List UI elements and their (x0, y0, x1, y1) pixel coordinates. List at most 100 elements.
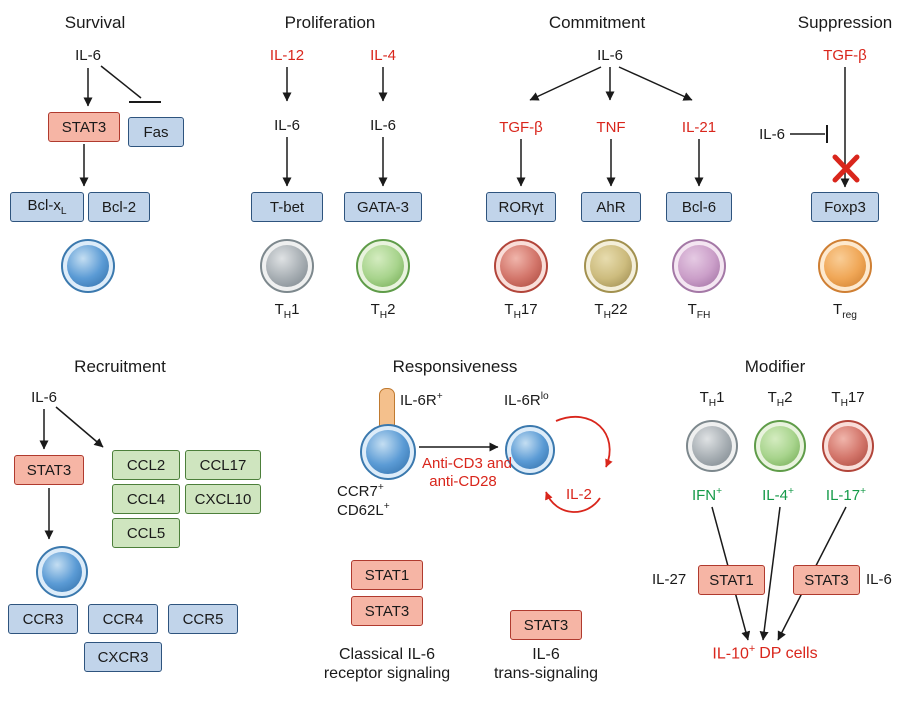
cell-th1 (260, 239, 314, 293)
label-anti-cd3: Anti-CD3 and (421, 455, 513, 472)
cell-il6r-lo (505, 425, 555, 475)
label-modifier-il6: IL-6 (866, 571, 892, 588)
label-suppression-il6: IL-6 (759, 126, 785, 143)
section-title-recruitment: Recruitment (74, 357, 166, 376)
label-tgfb: TGF-β (499, 119, 543, 136)
arrow-th2-to-dp (759, 506, 781, 641)
label-il17-pos: IL-17+ (825, 486, 867, 504)
cell-label-th1: TH1 (274, 301, 300, 321)
cell-nucleus (692, 426, 732, 466)
il2-loop-arc-bottom (545, 491, 601, 513)
section-title-survival: Survival (64, 13, 126, 32)
il2-loop-arc-top (555, 415, 613, 468)
node-stat1-classical: STAT1 (351, 560, 423, 590)
cell-survival-lymphocyte (61, 239, 115, 293)
label-il2: IL-2 (566, 486, 592, 503)
section-title-commitment: Commitment (548, 13, 646, 32)
node-bclxl: Bcl-xL (10, 192, 84, 222)
label-il4: IL-4 (370, 47, 396, 64)
node-bcl2: Bcl-2 (88, 192, 150, 222)
label-il10-dp-cells: IL-10+DP cells (712, 643, 818, 663)
cell-label-tfh: TFH (687, 301, 711, 321)
node-stat3-classical: STAT3 (351, 596, 423, 626)
arrow-il6-to-chemokines (55, 406, 104, 448)
cell-mod-th17 (822, 420, 874, 472)
label-cd62l: CD62L+ (337, 501, 390, 519)
node-ccl2: CCL2 (112, 450, 180, 480)
cell-nucleus (511, 431, 549, 469)
label-il6-left: IL-6 (274, 117, 300, 134)
node-ccl4: CCL4 (112, 484, 180, 514)
node-cxcl10: CXCL10 (185, 484, 261, 514)
cell-nucleus (760, 426, 800, 466)
label-il6r-positive: IL-6R+ (400, 391, 443, 409)
caption-trans-line2: trans-signaling (493, 665, 599, 682)
label-il6-right: IL-6 (370, 117, 396, 134)
node-rorgt: RORγt (486, 192, 556, 222)
node-bcl6: Bcl-6 (666, 192, 732, 222)
cell-nucleus (67, 245, 109, 287)
cell-label-treg: Treg (833, 301, 857, 321)
node-gata3: GATA-3 (344, 192, 422, 222)
cell-label-mod-th1: TH1 (699, 389, 725, 409)
label-ccr7: CCR7+ (337, 482, 384, 500)
label-il21: IL-21 (681, 119, 717, 136)
cell-recruited-lymphocyte (36, 546, 88, 598)
cell-label-th22: TH22 (594, 301, 628, 321)
cell-th17 (494, 239, 548, 293)
caption-classical-line2: receptor signaling (323, 665, 451, 682)
label-suppression-tgfb: TGF-β (823, 47, 867, 64)
cell-il6r-high (360, 424, 416, 480)
node-ccl5: CCL5 (112, 518, 180, 548)
arrow-il6-to-tgfb (529, 66, 602, 101)
cell-nucleus (266, 245, 308, 287)
node-ccr5: CCR5 (168, 604, 238, 634)
label-il6r-lo: IL-6Rlo (504, 391, 549, 409)
label-anti-cd28: anti-CD28 (429, 473, 497, 490)
cell-nucleus (42, 552, 82, 592)
cell-label-th2: TH2 (370, 301, 396, 321)
node-stat3-survival: STAT3 (48, 112, 120, 142)
red-x-icon (832, 154, 860, 183)
label-ifn: IFN+ (691, 486, 723, 504)
label-commitment-il6: IL-6 (597, 47, 623, 64)
cell-nucleus (500, 245, 542, 287)
node-fas: Fas (128, 117, 184, 147)
section-title-proliferation: Proliferation (284, 13, 376, 32)
label-il4-pos: IL-4+ (762, 486, 794, 504)
node-ccr4: CCR4 (88, 604, 158, 634)
cell-label-mod-th2: TH2 (767, 389, 793, 409)
caption-trans-line1: IL-6 (532, 646, 560, 663)
node-cxcr3: CXCR3 (84, 642, 162, 672)
node-foxp3: Foxp3 (811, 192, 879, 222)
arrow-il6-to-il21 (618, 66, 693, 101)
inhibit-il6-to-fas-line (100, 65, 142, 99)
cell-nucleus (590, 245, 632, 287)
section-title-suppression: Suppression (797, 13, 893, 32)
node-ccl17: CCL17 (185, 450, 261, 480)
section-title-responsiveness: Responsiveness (392, 357, 518, 376)
cell-mod-th2 (754, 420, 806, 472)
cell-tfh (672, 239, 726, 293)
cell-nucleus (362, 245, 404, 287)
node-stat3-modifier: STAT3 (793, 565, 860, 595)
cell-treg (818, 239, 872, 293)
node-ccr3: CCR3 (8, 604, 78, 634)
section-title-modifier: Modifier (744, 357, 806, 376)
label-tnf: TNF (596, 119, 626, 136)
cell-label-th17: TH17 (504, 301, 538, 321)
cell-th22 (584, 239, 638, 293)
cell-mod-th1 (686, 420, 738, 472)
label-survival-il6: IL-6 (75, 47, 101, 64)
cell-nucleus (366, 430, 410, 474)
node-stat1-modifier: STAT1 (698, 565, 765, 595)
cell-nucleus (824, 245, 866, 287)
label-il12: IL-12 (269, 47, 305, 64)
cell-th2 (356, 239, 410, 293)
node-ahr: AhR (581, 192, 641, 222)
node-stat3-trans: STAT3 (510, 610, 582, 640)
caption-classical-line1: Classical IL-6 (338, 646, 436, 663)
label-il27: IL-27 (652, 571, 687, 588)
